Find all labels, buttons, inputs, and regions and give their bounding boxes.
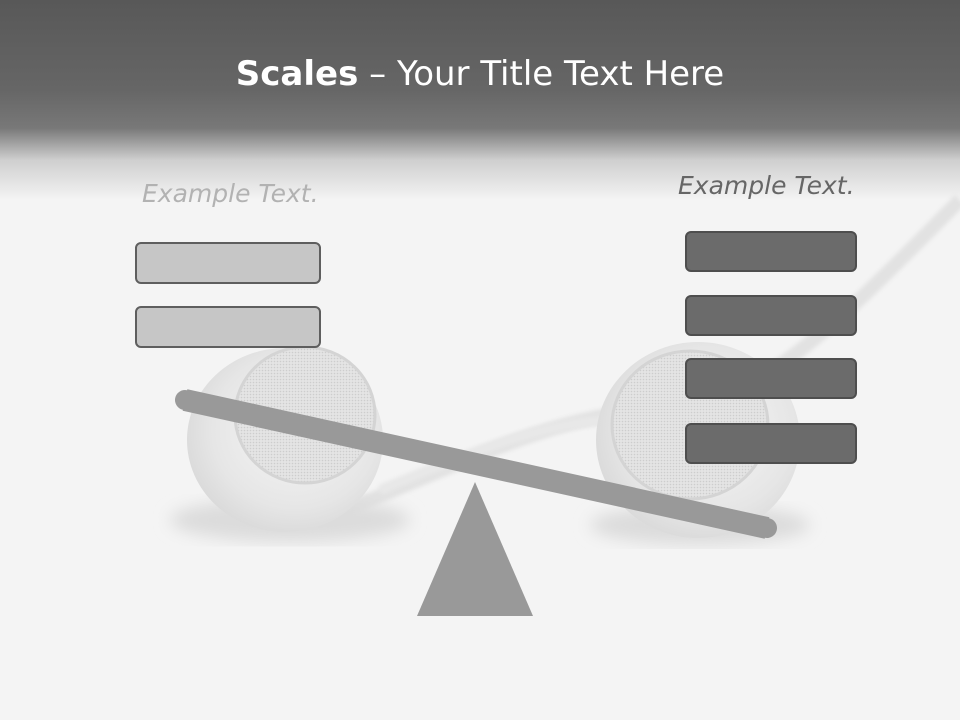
header-band: [0, 0, 960, 200]
scale-fulcrum: [417, 482, 533, 616]
left-weight-box: [135, 242, 321, 284]
left-weight-box: [135, 306, 321, 348]
title-rest: – Your Title Text Here: [358, 54, 725, 94]
title-bold: Scales: [235, 54, 359, 94]
right-weight-box: [685, 231, 857, 272]
scale-beam: [175, 389, 777, 539]
right-example-text: Example Text.: [678, 171, 855, 200]
right-weight-box: [685, 358, 857, 399]
right-weight-box: [685, 423, 857, 464]
slide-title: Scales – Your Title Text Here: [0, 52, 960, 96]
right-weight-box: [685, 295, 857, 336]
left-example-text: Example Text.: [142, 179, 319, 208]
